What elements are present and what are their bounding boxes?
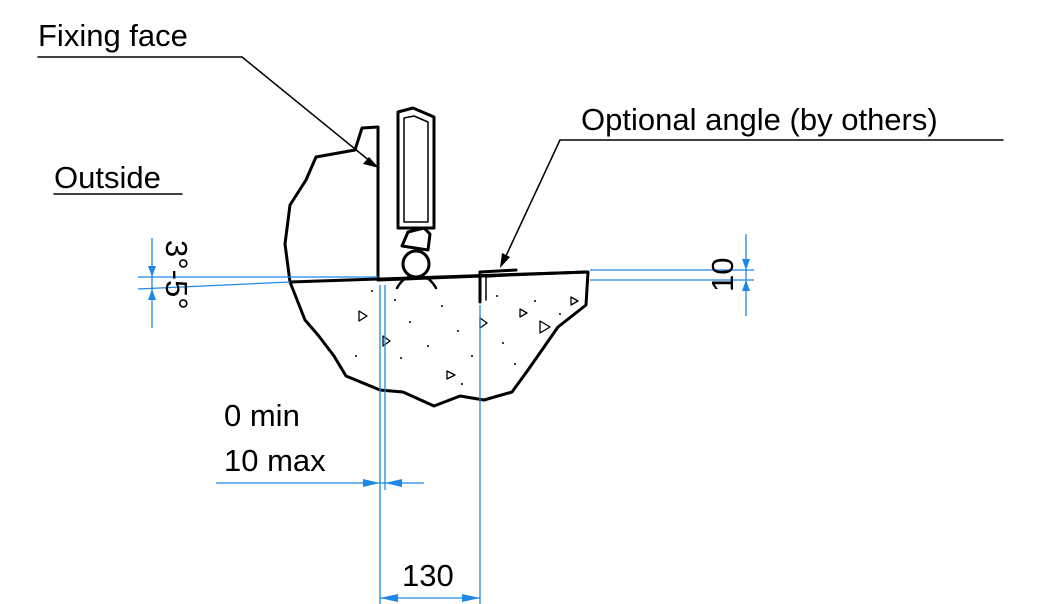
dimension-lines — [137, 234, 754, 604]
wall-outline — [283, 125, 380, 284]
concrete-slab-outline — [288, 270, 590, 408]
label-angle-range: 3°-5° — [159, 240, 194, 310]
seal-head — [400, 226, 432, 252]
optional-angle — [478, 268, 518, 304]
label-height: 10 — [705, 258, 740, 292]
concrete-dots — [355, 290, 561, 385]
concrete-aggregate — [358, 296, 579, 380]
seal-foot — [395, 275, 438, 290]
door-leaf-inner — [403, 115, 429, 223]
label-gap-max: 10 max — [224, 443, 326, 478]
label-outside: Outside — [54, 160, 161, 195]
seal-bulb — [401, 249, 431, 279]
optional-angle-inner — [485, 274, 517, 301]
label-optional-angle: Optional angle (by others) — [581, 102, 938, 137]
wall-sill-line — [376, 270, 588, 282]
door-leaf — [396, 106, 436, 230]
label-width: 130 — [402, 558, 454, 593]
label-fixing-face: Fixing face — [38, 18, 188, 53]
label-gap-min: 0 min — [224, 398, 300, 433]
leader-fixing-face — [37, 56, 379, 168]
leader-optional-angle — [500, 139, 1004, 268]
